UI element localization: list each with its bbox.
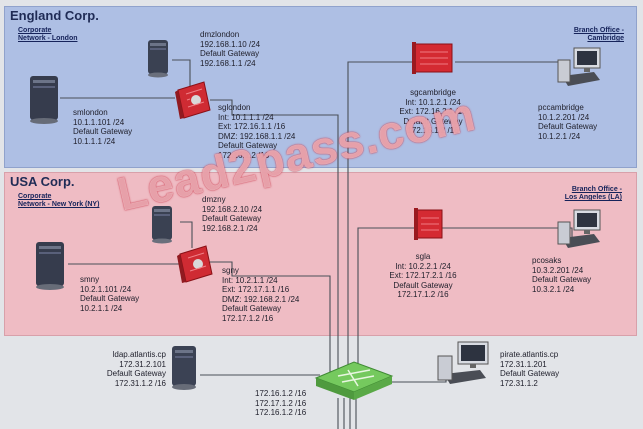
usa-corp-region [4,172,637,336]
link-sgcambridge-router [347,61,432,380]
link-sgla-pcosaks [438,227,573,238]
sgny-label: sgny Int: 10.2.1.1 /24 Ext: 172.17.1.1 /… [222,266,300,323]
ldap-server-icon [172,346,196,390]
sgla-label: sgla Int: 10.2.2.1 /24 Ext: 172.17.2.1 /… [389,252,457,299]
sgla-firewall-icon [414,208,443,240]
pirate-computer-icon [437,341,489,384]
router-interfaces-label: 172.16.1.2 /16 172.17.1.2 /16 172.16.1.2… [255,389,307,417]
pccambridge-computer-icon [557,47,601,86]
dmzny-label: dmzny 192.168.2.10 /24 Default Gateway 1… [202,195,263,233]
pcosaks-label: pcosaks 10.3.2.201 /24 Default Gateway 1… [532,256,592,294]
ny-network-label: Corporate Network - New York (NY) [18,193,100,208]
smlondon-label: smlondon 10.1.1.101 /24 Default Gateway … [73,108,133,146]
pccambridge-label: pccambridge 10.1.2.201 /24 Default Gatew… [538,103,598,141]
pirate-label: pirate.atlantis.cp 172.31.1.201 Default … [500,350,560,388]
england-corp-region [4,6,637,168]
link-sgny-router [210,261,331,380]
smlondon-server-icon [30,76,58,124]
dmzny-server-icon [152,206,172,244]
smny-label: smny 10.2.1.101 /24 Default Gateway 10.2… [80,275,140,313]
la-branch-label: Branch Office - Los Angeles (LA) [564,186,622,201]
cambridge-branch-label: Branch Office - Cambridge [573,27,624,42]
dmzlondon-label: dmzlondon 192.168.1.10 /24 Default Gatew… [200,30,261,68]
usa-corp-title: USA Corp. [10,174,75,189]
sgcambridge-label: sgcambridge Int: 10.1.2.1 /24 Ext: 172.1… [399,88,467,135]
sgcambridge-firewall-icon [412,42,453,74]
core-router-icon [314,361,394,400]
dmzlondon-server-icon [148,40,168,78]
london-network-label: Corporate Network - London [18,27,78,42]
link-sgcambridge-pccambridge [455,61,561,78]
link-sgla-router [357,227,416,380]
smny-server-icon [36,242,64,290]
link-dmzlondon-sglondon [172,59,191,86]
pcosaks-computer-icon [557,209,601,248]
ldap-label: ldap.atlantis.cp 172.31.2.101 Default Ga… [106,350,166,388]
link-dmzny-sgny [180,221,193,248]
sglondon-label: sglondon Int: 10.1.1.1 /24 Ext: 172.16.1… [218,103,296,160]
sglondon-firewall-icon [175,81,211,119]
england-corp-title: England Corp. [10,8,99,23]
link-sglondon-router [210,99,339,380]
sgny-firewall-icon [177,245,213,283]
router-trunk [337,398,357,429]
